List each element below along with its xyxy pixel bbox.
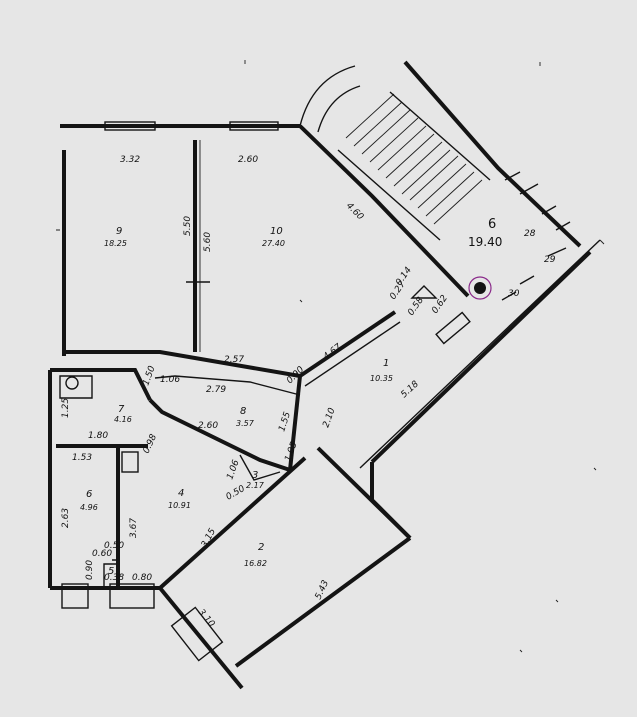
dimension: 2.10 xyxy=(321,407,337,430)
dimension: 0.80 xyxy=(132,573,152,583)
dimension: 5.60 xyxy=(203,232,213,252)
wall-8-arc xyxy=(154,375,301,396)
dimension: 2.63 xyxy=(61,508,71,528)
stair-stringer xyxy=(337,91,491,241)
dimension: 0.62 xyxy=(430,293,450,315)
dimension: 0.58 xyxy=(406,295,426,317)
marker-fill-icon xyxy=(474,282,486,294)
stair-treads-lower xyxy=(409,155,483,225)
dimension: 1.55 xyxy=(277,411,293,433)
room-number: 2 xyxy=(258,542,264,553)
dimension: 0.50 xyxy=(225,484,248,503)
room-number: 7 xyxy=(118,404,125,415)
wall-stair-arc-inner xyxy=(317,85,361,133)
room-number: 4 xyxy=(178,488,184,499)
dimension: 1.25 xyxy=(61,398,71,418)
room-area: 18.25 xyxy=(104,239,127,248)
window-room2 xyxy=(170,606,224,662)
stairwell-area: 19.40 xyxy=(468,235,502,249)
dimension: 2.60 xyxy=(238,155,258,165)
stair-note: 29 xyxy=(544,255,556,265)
wall-stair-top xyxy=(403,60,582,248)
room-number: 8 xyxy=(240,406,246,417)
dimension: 1.06 xyxy=(160,375,180,385)
wall-corridor-top xyxy=(298,310,397,378)
room-area: 4.96 xyxy=(80,503,98,512)
fixtures xyxy=(59,276,492,473)
sink-icon xyxy=(121,451,139,473)
vent-icon xyxy=(410,285,438,299)
wall-under-9 xyxy=(64,350,301,378)
wall-east-lower xyxy=(370,462,412,540)
room-area: 2.17 xyxy=(246,481,265,490)
room-area: 10.91 xyxy=(168,501,191,510)
outer-walls xyxy=(48,60,601,690)
dimension: 2.60 xyxy=(198,421,218,431)
staircase xyxy=(337,91,571,301)
dimension: 0.60 xyxy=(92,549,112,559)
dimension: 1.06 xyxy=(225,459,241,482)
wall-stair-arc xyxy=(299,65,356,127)
stair-balcony xyxy=(501,171,571,301)
wall-east-upper xyxy=(370,250,592,464)
stair-note: 28 xyxy=(524,229,536,239)
room-number: 1 xyxy=(383,358,389,369)
room-number: 3 xyxy=(252,470,258,481)
dimension: 1.50 xyxy=(141,365,157,388)
wall-room1-top xyxy=(304,321,401,387)
wall-east-outer xyxy=(359,239,601,469)
room-area: 16.82 xyxy=(244,559,267,568)
dimension: 0.38 xyxy=(104,573,124,583)
stairwell-number: 6 xyxy=(488,217,496,232)
wall-hall-3 xyxy=(239,454,281,481)
wall-8-4 xyxy=(148,398,291,472)
dimension: 1.80 xyxy=(88,431,108,441)
window-top-left xyxy=(104,121,156,131)
room-number: 9 xyxy=(116,226,122,237)
dimension: 5.50 xyxy=(183,216,193,236)
dimension: 0.98 xyxy=(142,433,160,456)
dimension: 0.50 xyxy=(104,541,124,551)
window-bottom-mid xyxy=(109,583,155,609)
tick-marks xyxy=(56,60,605,653)
stair-note: 30 xyxy=(508,289,520,299)
dimension: 0.90 xyxy=(85,560,95,580)
wall-4-2 xyxy=(158,456,307,590)
dimension: 2.79 xyxy=(206,385,226,395)
dimension: 3.32 xyxy=(120,155,140,165)
wall-hall-right xyxy=(288,375,302,471)
bathtub-icon xyxy=(59,375,93,399)
dimension: 1.05 xyxy=(283,441,299,464)
wall-room2-bottom xyxy=(234,536,412,668)
dimension: 4.60 xyxy=(344,201,365,222)
ticks xyxy=(56,60,605,653)
room-number: 10 xyxy=(270,226,283,237)
dimension: 3.10 xyxy=(196,608,217,630)
wall-room2-left xyxy=(158,586,244,690)
dimension: 3.67 xyxy=(129,518,139,538)
window-bottom-left xyxy=(61,583,89,609)
room-area: 4.16 xyxy=(114,415,132,424)
wall-toilet-inner xyxy=(103,559,118,588)
wall-bath xyxy=(50,368,152,401)
dimension: 1.53 xyxy=(72,453,92,463)
wall-diag-10 xyxy=(298,124,470,298)
window-top-right xyxy=(229,121,279,131)
room-area: 27.40 xyxy=(262,239,285,248)
room-number: 6 xyxy=(86,489,92,500)
dimension: 2.57 xyxy=(224,355,244,365)
dimension: 4.67 xyxy=(322,342,344,362)
dimension: 5.18 xyxy=(399,379,421,400)
room-number: 5 xyxy=(108,566,114,577)
room-labels: 1 10.35 2 16.82 3 2.17 4 10.91 5 6 4.96 … xyxy=(80,217,556,577)
radiator-icon xyxy=(435,311,471,345)
marker-icon xyxy=(468,276,492,300)
interior-walls xyxy=(50,140,401,590)
room-area: 3.57 xyxy=(236,419,255,428)
stair-treads-upper xyxy=(345,93,451,195)
room-area: 10.35 xyxy=(370,374,393,383)
